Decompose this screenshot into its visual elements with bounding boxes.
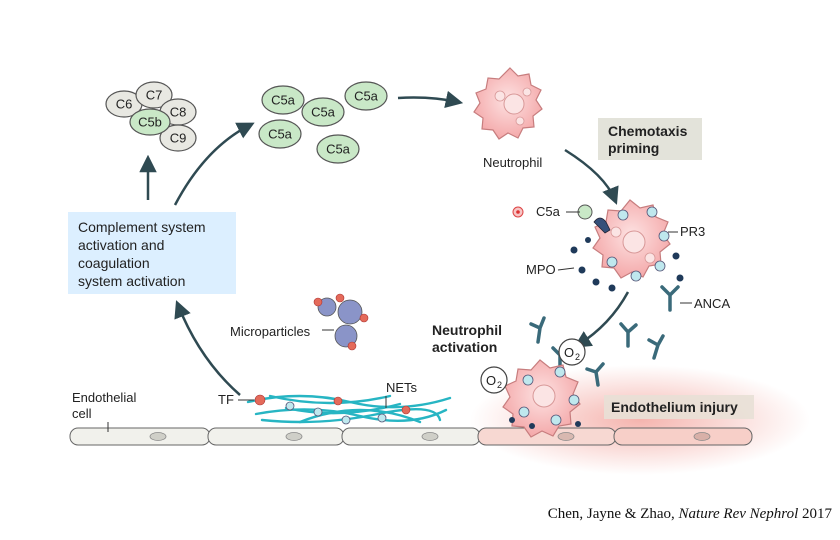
complement-box: [68, 212, 236, 294]
endothelial-label-2: cell: [72, 406, 92, 421]
c5a-label: C5a: [268, 127, 293, 142]
mpo-leader: [557, 267, 575, 271]
mac-label-c5b: C5b: [138, 115, 162, 130]
c5a-label: C5a: [326, 142, 351, 157]
mpo-dots: [570, 237, 684, 292]
complement-line-3: coagulation: [78, 255, 150, 271]
chemotaxis-line-1: Chemotaxis: [608, 123, 688, 139]
c5a-label: C5a: [271, 93, 296, 108]
microparticles-label: Microparticles: [230, 324, 311, 339]
o2-bubble: O 2: [558, 338, 586, 366]
chemotaxis-box: [598, 118, 702, 160]
mac-label-c7: C7: [146, 88, 163, 103]
mac-label-c6: C6: [116, 97, 133, 112]
c5a-label: C5a: [354, 89, 379, 104]
c5a-receptor-label: C5a: [536, 204, 561, 219]
citation-journal: Nature Rev Nephrol: [678, 506, 799, 522]
nets-strands: [246, 394, 452, 424]
complement-line-2: activation and: [78, 237, 164, 253]
mac-label-c9: C9: [170, 131, 187, 146]
citation: Chen, Jayne & Zhao, Nature Rev Nephrol 2…: [432, 506, 832, 523]
cycle-arrows: [139, 90, 630, 396]
o2-symbol: O: [564, 345, 574, 360]
chemotaxis-line-2: priming: [608, 140, 659, 156]
microparticles: [313, 293, 369, 351]
c5a-cluster: C5a C5a C5a C5a C5a: [258, 81, 388, 164]
free-c5a-core: [516, 210, 520, 214]
o2-subscript: 2: [575, 352, 580, 362]
mac-complex: C6 C7 C8 C5b C9: [105, 81, 197, 152]
activation-line-1: Neutrophil: [432, 322, 502, 338]
arrow-to-primed: [564, 148, 619, 205]
endothelial-label-1: Endothelial: [72, 390, 136, 405]
o2-subscript: 2: [497, 380, 502, 390]
arrow-to-neutrophil: [397, 90, 464, 108]
injury-label: Endothelium injury: [611, 399, 738, 415]
nets-label: NETs: [386, 380, 418, 395]
arrow-to-c5a: [173, 122, 255, 206]
neutrophil-primed: [577, 199, 671, 282]
neutrophil-activated: [502, 359, 581, 438]
o2-bubble: O 2: [480, 366, 508, 394]
arrow-to-complement: [174, 300, 241, 396]
c5a-label: C5a: [311, 105, 336, 120]
citation-year: 2017: [798, 506, 832, 522]
nets-granules: [254, 394, 411, 425]
mpo-label: MPO: [526, 262, 556, 277]
o2-symbol: O: [486, 373, 496, 388]
activation-line-2: activation: [432, 339, 497, 355]
neutrophil-label: Neutrophil: [483, 155, 542, 170]
tf-label: TF: [218, 392, 234, 407]
injury-box: [604, 395, 754, 419]
mac-label-c8: C8: [170, 105, 187, 120]
complement-line-4: system activation: [78, 273, 185, 289]
citation-authors: Chen, Jayne & Zhao,: [547, 506, 679, 522]
neutrophil-resting: [473, 67, 543, 140]
complement-line-1: Complement system: [78, 219, 206, 235]
anca-label: ANCA: [694, 296, 730, 311]
pr3-label: PR3: [680, 224, 705, 239]
arrow-to-activation: [573, 291, 630, 348]
endothelial-cell-row: [69, 427, 753, 446]
